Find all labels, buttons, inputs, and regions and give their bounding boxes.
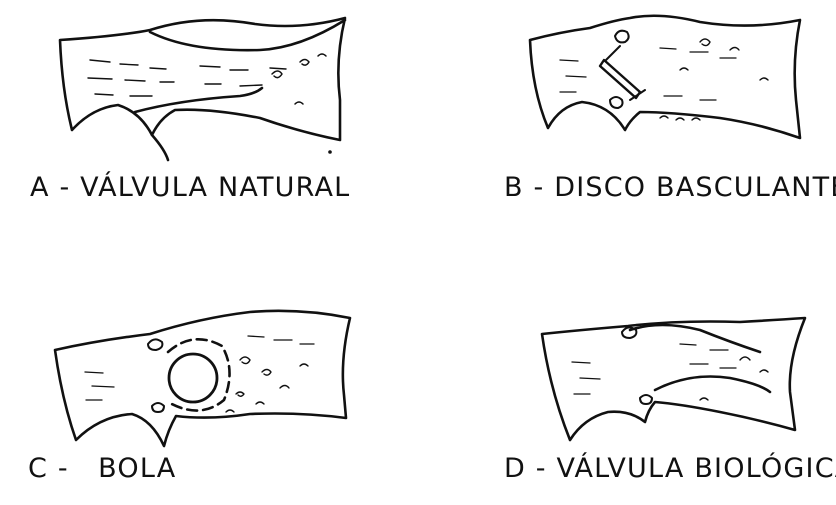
panel-a-lower-root (152, 135, 168, 160)
panel-d-lower-leaflet (655, 377, 770, 393)
panel-a-curls (272, 54, 326, 104)
panel-d-vessel-outline (542, 318, 805, 440)
panel-b-upper-ring (615, 31, 629, 43)
panel-a-natural-valve-sketch (60, 18, 345, 160)
panel-c-cage (168, 339, 230, 410)
panel-b-flow-lines (560, 48, 736, 100)
caption-panel-d: D - VÁLVULA BIOLÓGICA (504, 455, 836, 482)
caption-panel-b: B - DISCO BASCULANTE (504, 174, 836, 201)
panel-c-upper-ring (148, 339, 162, 350)
caption-panel-a: A - VÁLVULA NATURAL (30, 174, 350, 201)
caption-panel-c: C - BOLA (28, 455, 176, 482)
panel-a-lower-leaflet (135, 88, 262, 112)
panel-c-curls (226, 357, 308, 412)
panel-d-flow-lines (572, 344, 736, 394)
panel-b-curls (660, 39, 768, 120)
panel-d-lower-ring (640, 395, 652, 404)
panel-d-upper-leaflet (630, 325, 760, 352)
panel-c-flow-lines (85, 336, 314, 400)
panel-b-tilting-disc-sketch (530, 16, 800, 138)
panel-c-ball-valve-sketch (55, 311, 350, 446)
panel-b-lower-ring (610, 97, 623, 108)
panel-c-vessel-outline (55, 311, 350, 446)
panel-d-biological-valve-sketch (542, 318, 805, 440)
panel-c-lower-ring (152, 403, 164, 412)
panel-b-disc (600, 60, 640, 98)
panel-c-ball (169, 354, 217, 402)
